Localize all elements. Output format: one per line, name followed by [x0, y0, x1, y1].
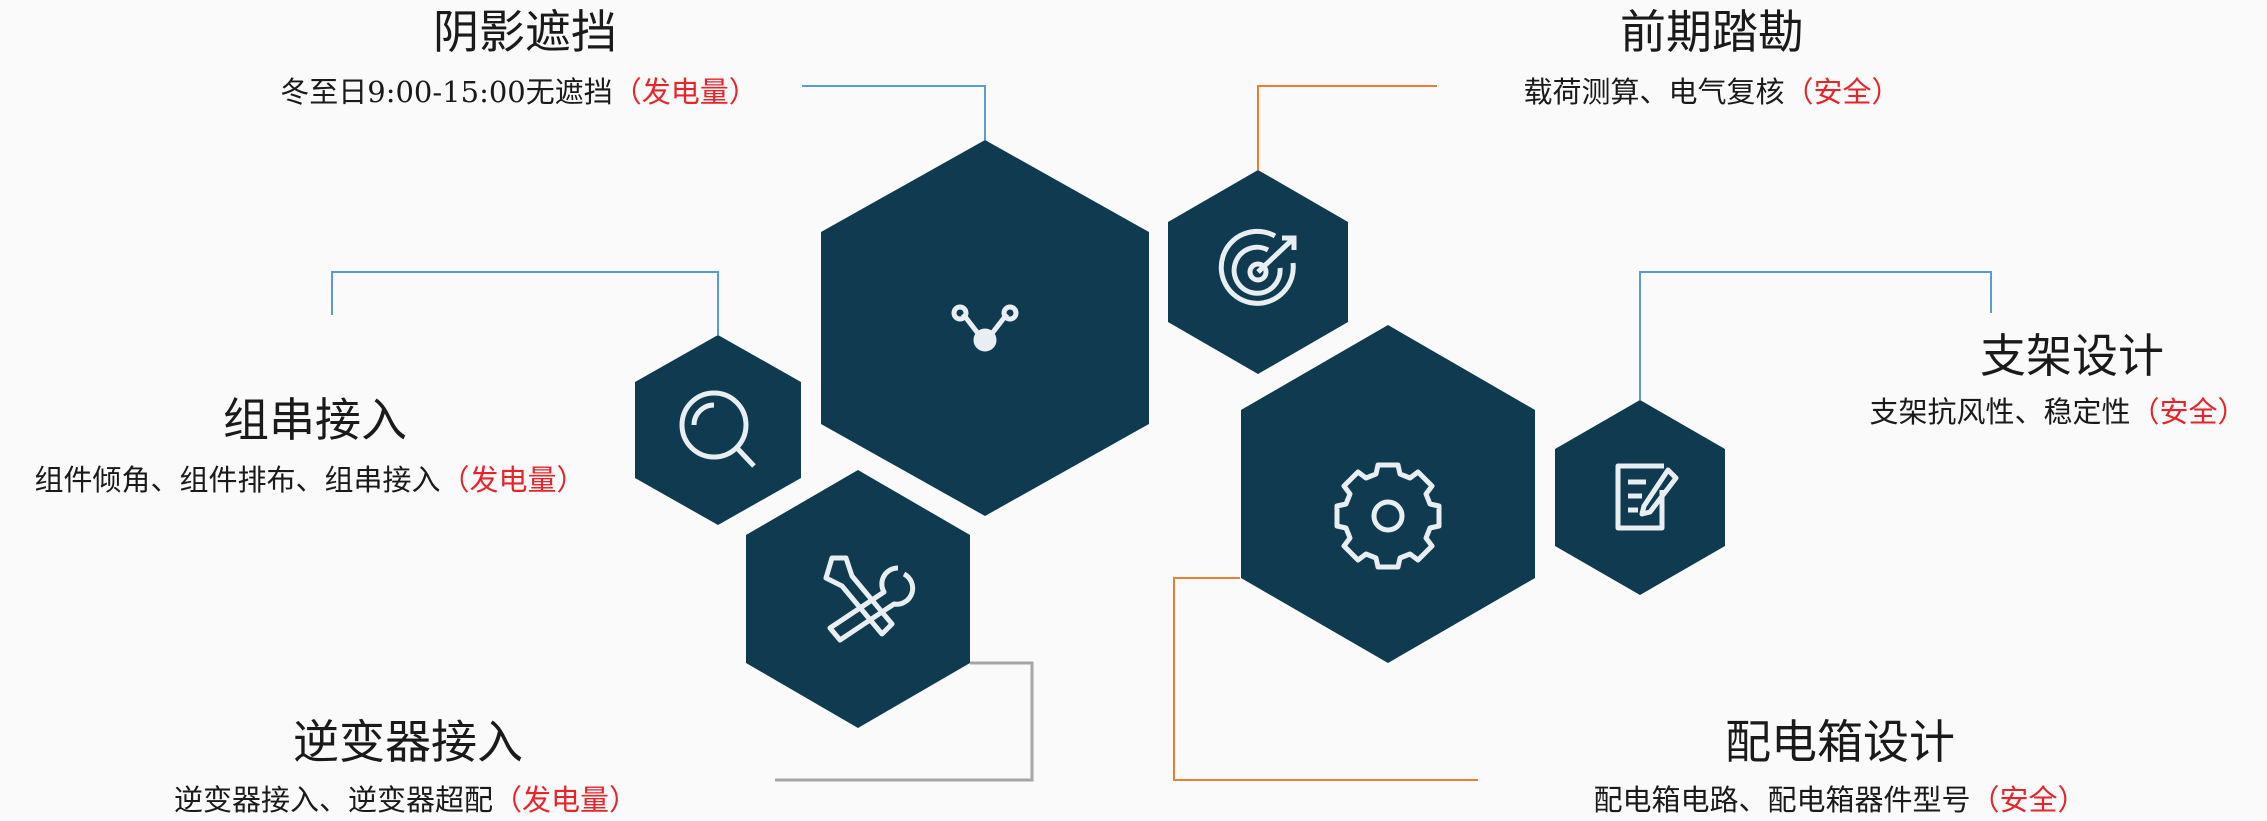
hexagon-search[interactable]	[635, 335, 801, 525]
desc-text: 逆变器接入、逆变器超配	[173, 783, 493, 817]
search-icon	[679, 390, 756, 468]
connector-line-survey	[1257, 85, 1437, 170]
label-desc-survey: 载荷测算、电气复核（安全）	[1523, 72, 1900, 112]
desc-text: 支架抗风性、稳定性	[1869, 395, 2131, 429]
edit-document-icon	[1615, 463, 1679, 531]
desc-text: 组件倾角、组件排布、组串接入	[34, 463, 441, 497]
tag-power: （发电量）	[440, 463, 586, 497]
desc-text: 冬至日9:00-15:00无遮挡	[280, 75, 613, 109]
connector-line-shadow	[802, 85, 986, 140]
tag-safety: （安全）	[1784, 75, 1901, 109]
hexagon-gear[interactable]	[1241, 325, 1535, 663]
label-desc-bracket: 支架抗风性、稳定性（安全）	[1869, 392, 2246, 432]
label-desc-string: 组件倾角、组件排布、组串接入（发电量）	[34, 460, 585, 500]
hexagon-tools[interactable]	[746, 470, 970, 728]
label-title-bracket: 支架设计	[1980, 329, 2164, 383]
tag-power: （发电量）	[612, 75, 758, 109]
label-title-inverter: 逆变器接入	[293, 715, 523, 769]
label-title-survey: 前期踏勘	[1620, 5, 1804, 59]
tag-safety: （安全）	[2130, 395, 2247, 429]
label-desc-shadow: 冬至日9:00-15:00无遮挡（发电量）	[280, 72, 758, 112]
hexagon-network[interactable]	[821, 140, 1149, 516]
target-icon	[1218, 228, 1297, 306]
label-desc-distribution: 配电箱电路、配电箱器件型号（安全）	[1593, 780, 2086, 820]
connector-line-distribution	[1173, 577, 1478, 781]
tag-safety: （安全）	[1970, 783, 2087, 817]
label-title-distribution: 配电箱设计	[1725, 715, 1955, 769]
connector-line-bracket	[1639, 271, 1992, 400]
connector-line-string	[331, 271, 719, 335]
label-title-shadow: 阴影遮挡	[433, 5, 617, 59]
desc-text: 载荷测算、电气复核	[1523, 75, 1785, 109]
connector-line-inverter	[775, 661, 1034, 782]
gear-icon	[1334, 462, 1442, 570]
network-nodes-icon	[951, 304, 1019, 352]
label-title-string: 组串接入	[223, 393, 407, 447]
tag-power: （发电量）	[493, 783, 639, 817]
label-desc-inverter: 逆变器接入、逆变器超配（发电量）	[174, 780, 638, 820]
tools-icon	[823, 555, 916, 643]
desc-text: 配电箱电路、配电箱器件型号	[1593, 783, 1971, 817]
